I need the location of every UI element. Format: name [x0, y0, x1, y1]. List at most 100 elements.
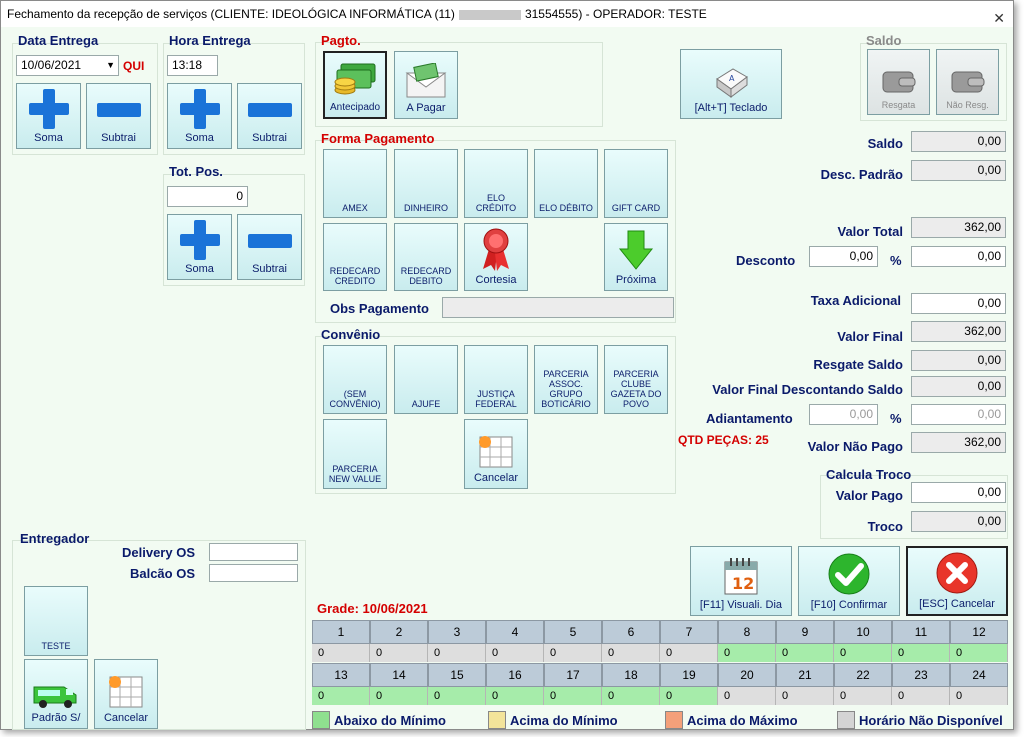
grade-slot-cell[interactable]: 0	[950, 687, 1008, 705]
pos-soma-button[interactable]: Soma	[167, 214, 232, 280]
chevron-down-icon[interactable]: ▼	[106, 60, 115, 70]
grade-slot-cell[interactable]: 0	[486, 644, 544, 662]
vfds-label: Valor Final Descontando Saldo	[712, 382, 903, 397]
grade-slot-cell[interactable]: 0	[950, 644, 1008, 662]
pos-subtrai-button[interactable]: Subtrai	[237, 214, 302, 280]
grade-slot-cell[interactable]: 0	[312, 644, 370, 662]
grade-label: Grade: 10/06/2021	[317, 601, 428, 616]
grade-slot-cell[interactable]: 0	[602, 644, 660, 662]
grade-slot-cell[interactable]: 0	[776, 687, 834, 705]
grade-slot-cell[interactable]: 0	[776, 644, 834, 662]
grade-slot-cell[interactable]: 0	[370, 687, 428, 705]
grade-slot-cell[interactable]: 0	[834, 644, 892, 662]
forma-pagamento-button[interactable]: ELO DÉBITO	[534, 149, 598, 218]
convenio-button-label: PARCERIA CLUBE GAZETA DO POVO	[610, 369, 662, 409]
hora-soma-label: Soma	[185, 132, 214, 144]
balcao-os-input[interactable]	[209, 564, 298, 582]
forma-pagamento-button[interactable]: DINHEIRO	[394, 149, 458, 218]
vfds-field[interactable]: 0,00	[911, 376, 1006, 397]
grade-slot-cell[interactable]: 0	[544, 687, 602, 705]
convenio-button[interactable]: PARCERIA NEW VALUE	[323, 419, 387, 489]
a-pagar-button[interactable]: A Pagar	[394, 51, 458, 119]
forma-pagamento-group	[315, 140, 676, 323]
grade-slot-cell[interactable]: 0	[428, 644, 486, 662]
desconto-field[interactable]: 0,00	[911, 246, 1006, 267]
calendar-day: 12	[732, 574, 754, 593]
a-pagar-label: A Pagar	[406, 102, 446, 114]
convenio-button[interactable]: PARCERIA ASSOC. GRUPO BOTICÁRIO	[534, 345, 598, 414]
entregador-teste-button[interactable]: TESTE	[24, 586, 88, 656]
resgata-button[interactable]: Resgata	[867, 49, 930, 115]
esc-cancelar-button[interactable]: [ESC] Cancelar	[906, 546, 1008, 616]
grade-slot-cell[interactable]: 0	[312, 687, 370, 705]
delivery-os-input[interactable]	[209, 543, 298, 561]
forma-pagamento-button[interactable]: ELO CRÉDITO	[464, 149, 528, 218]
forma-pagamento-button[interactable]: REDECARD DEBITO	[394, 223, 458, 291]
antecipado-button[interactable]: Antecipado	[323, 51, 387, 119]
valor-pago-field[interactable]: 0,00	[911, 482, 1006, 503]
troco-field[interactable]: 0,00	[911, 511, 1006, 532]
teclado-button[interactable]: A [Alt+T] Teclado	[680, 49, 782, 119]
forma-pagamento-button[interactable]: REDECARD CREDITO	[323, 223, 387, 291]
grade-slot-cell[interactable]: 0	[602, 687, 660, 705]
data-soma-button[interactable]: Soma	[16, 83, 81, 149]
resgate-saldo-field[interactable]: 0,00	[911, 350, 1006, 371]
padrao-button[interactable]: Padrão S/	[24, 659, 88, 729]
hora-entrega-group	[163, 43, 305, 155]
grade-slot-cell[interactable]: 0	[544, 644, 602, 662]
data-entrega-input[interactable]: 10/06/2021▼	[16, 55, 119, 76]
valor-total-field[interactable]: 362,00	[911, 217, 1006, 238]
forma-pagamento-button-label: ELO DÉBITO	[539, 203, 593, 213]
grade-slot-cell[interactable]: 0	[718, 644, 776, 662]
grade-slot-cell[interactable]: 0	[486, 687, 544, 705]
close-icon[interactable]: ✕	[993, 10, 1005, 26]
grade-slot-cell[interactable]: 0	[718, 687, 776, 705]
grade-hour-header: 19	[660, 663, 718, 687]
hora-entrega-input[interactable]: 13:18	[167, 55, 218, 76]
forma-pagamento-button[interactable]: GIFT CARD	[604, 149, 668, 218]
visuali-dia-button[interactable]: 12[F11] Visuali. Dia	[690, 546, 792, 616]
data-soma-label: Soma	[34, 132, 63, 144]
data-subtrai-button[interactable]: Subtrai	[86, 83, 151, 149]
desconto-pct-field[interactable]: 0,00	[809, 246, 878, 267]
grade-slot-cell[interactable]: 0	[834, 687, 892, 705]
nao-resg-button[interactable]: Não Resg.	[936, 49, 999, 115]
tot-pos-input[interactable]: 0	[167, 186, 248, 207]
valor-nao-pago-field[interactable]: 362,00	[911, 432, 1006, 453]
convenio-cancelar-button[interactable]: Cancelar	[464, 419, 528, 489]
forma-pagamento-label: Forma Pagamento	[321, 131, 435, 146]
adiantamento-pct-field[interactable]: 0,00	[809, 404, 878, 425]
cortesia-button[interactable]: Cortesia	[464, 223, 528, 291]
adiantamento-field[interactable]: 0,00	[911, 404, 1006, 425]
resgate-saldo-label: Resgate Saldo	[813, 357, 903, 372]
confirmar-button[interactable]: [F10] Confirmar	[798, 546, 900, 616]
entregador-cancelar-button[interactable]: Cancelar	[94, 659, 158, 729]
convenio-button[interactable]: JUSTIÇA FEDERAL	[464, 345, 528, 414]
cortesia-label: Cortesia	[475, 274, 517, 286]
forma-pagamento-button[interactable]: AMEX	[323, 149, 387, 218]
pos-soma-label: Soma	[185, 263, 214, 275]
van-icon	[32, 679, 80, 709]
convenio-button[interactable]: (SEM CONVÊNIO)	[323, 345, 387, 414]
hora-soma-button[interactable]: Soma	[167, 83, 232, 149]
grade-slot-cell[interactable]: 0	[370, 644, 428, 662]
saldo-label: Saldo	[867, 136, 903, 151]
grade-slot-cell[interactable]: 0	[892, 644, 950, 662]
proxima-button[interactable]: Próxima	[604, 223, 668, 291]
grade-slot-cell[interactable]: 0	[428, 687, 486, 705]
desc-padrao-field[interactable]: 0,00	[911, 160, 1006, 181]
saldo-field[interactable]: 0,00	[911, 131, 1006, 152]
valor-final-field[interactable]: 362,00	[911, 321, 1006, 342]
hora-subtrai-button[interactable]: Subtrai	[237, 83, 302, 149]
grade-slot-cell[interactable]: 0	[660, 644, 718, 662]
grade-slot-cell[interactable]: 0	[660, 687, 718, 705]
convenio-button[interactable]: AJUFE	[394, 345, 458, 414]
grade-slot-cell[interactable]: 0	[892, 687, 950, 705]
antecipado-label: Antecipado	[329, 102, 381, 113]
convenio-button[interactable]: PARCERIA CLUBE GAZETA DO POVO	[604, 345, 668, 414]
adiantamento-pct-symbol: %	[890, 411, 902, 426]
taxa-adicional-field[interactable]: 0,00	[911, 293, 1006, 314]
grade-hour-header: 16	[486, 663, 544, 687]
obs-pagamento-input[interactable]	[442, 297, 674, 318]
